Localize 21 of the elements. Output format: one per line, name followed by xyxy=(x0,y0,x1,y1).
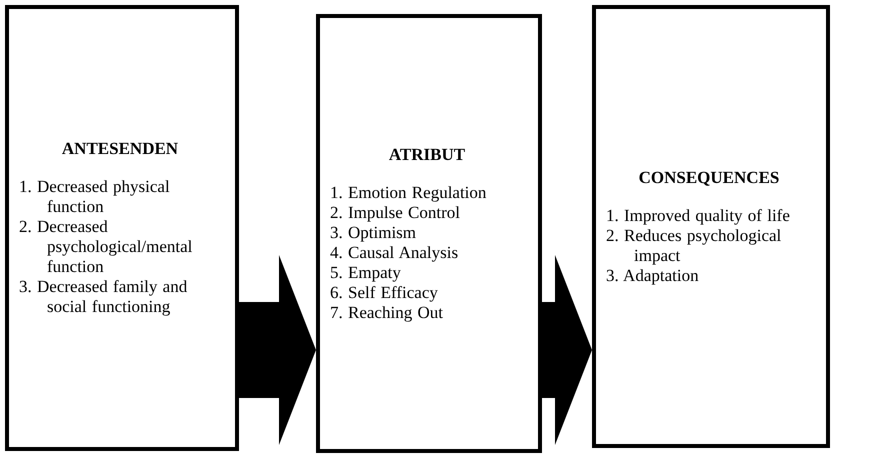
text-box xyxy=(316,14,542,453)
list-item: 1. Improved quality of life xyxy=(606,206,791,226)
box-heading: ANTESENDEN xyxy=(60,139,180,159)
text-box xyxy=(592,5,830,448)
list-item: 1. Emotion Regulation xyxy=(330,182,488,202)
text-box xyxy=(5,5,239,451)
list-item: 3. Decreased family and social functioning xyxy=(19,277,188,317)
list-item: 4. Causal Analysis xyxy=(330,242,460,262)
list-item: 7. Reaching Out xyxy=(330,302,444,322)
box-heading: CONSEQUENCES xyxy=(638,168,780,188)
list-item: 2. Reduces psychological impact xyxy=(606,226,782,266)
list-item: 3. Adaptation xyxy=(606,266,700,286)
box-heading: ATRIBUT xyxy=(388,144,466,164)
list-item: 2. Decreased psychological/mental function xyxy=(19,217,194,277)
list-item: 5. Empaty xyxy=(330,262,402,282)
list-item: 1. Decreased physical function xyxy=(19,177,171,217)
block-arrow xyxy=(542,255,592,445)
list-item: 2. Impulse Control xyxy=(330,202,461,222)
list-item: 3. Optimism xyxy=(330,222,418,242)
list-item: 6. Self Efficacy xyxy=(330,282,439,302)
block-arrow xyxy=(239,255,316,445)
